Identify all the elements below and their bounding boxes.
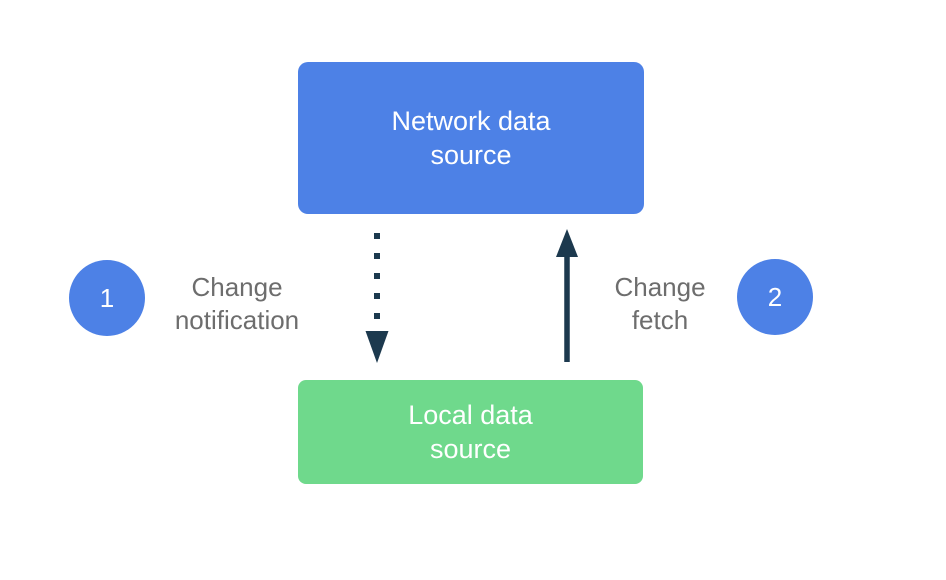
network-data-source-label: Network data source: [391, 106, 551, 170]
local-data-source-node: Local data source: [298, 380, 643, 484]
network-data-source-node: Network data source: [298, 62, 644, 214]
step-2-number: 2: [767, 281, 783, 312]
step-1-number: 1: [99, 282, 115, 313]
change-fetch-arrow-icon: [556, 229, 578, 362]
change-notification-label: Change notification: [174, 272, 300, 335]
step-2-badge: 2: [737, 259, 813, 335]
local-data-source-label: Local data source: [408, 400, 533, 464]
change-notification-arrow-icon: [365, 233, 389, 363]
change-fetch-label: Change fetch: [614, 272, 706, 335]
step-1-badge: 1: [69, 260, 145, 336]
